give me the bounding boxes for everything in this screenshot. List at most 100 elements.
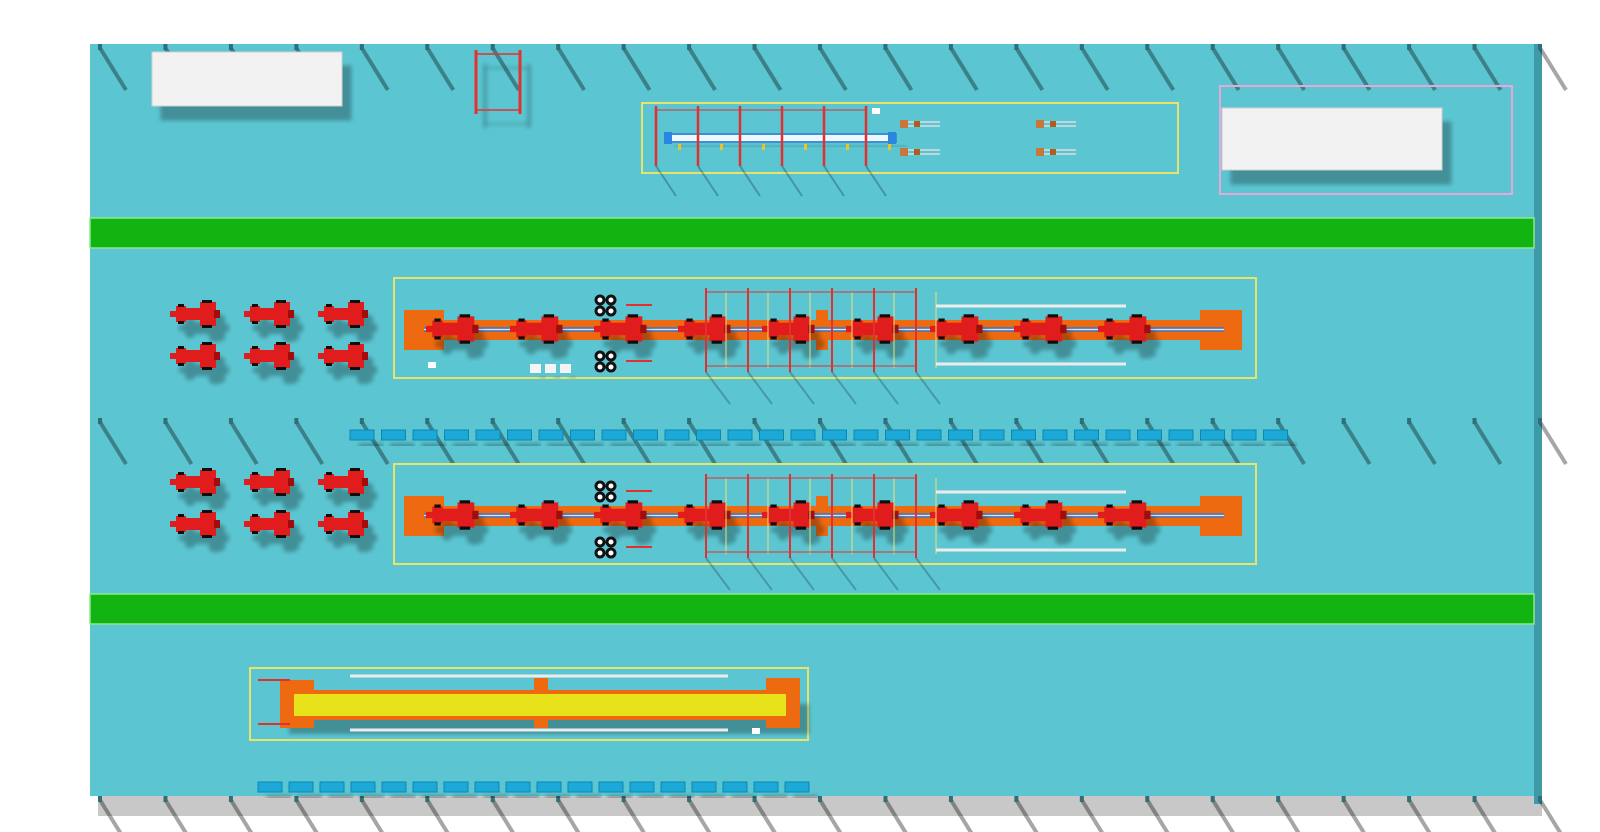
parts-bin[interactable]	[629, 781, 655, 793]
parts-bin[interactable]	[1231, 429, 1257, 441]
parts-bin[interactable]	[1137, 429, 1162, 441]
parts-bin[interactable]	[822, 429, 847, 441]
parts-bin[interactable]	[381, 429, 406, 441]
assembly-line-2[interactable]	[393, 463, 1257, 591]
parts-bin[interactable]	[350, 781, 376, 793]
parts-bin[interactable]	[853, 429, 879, 441]
parts-bin[interactable]	[1042, 429, 1068, 441]
tractor[interactable]	[244, 468, 294, 496]
tractor-on-line[interactable]	[1014, 500, 1067, 530]
parts-bin[interactable]	[1168, 429, 1194, 441]
tractor[interactable]	[318, 342, 368, 370]
tractor-on-line[interactable]	[930, 500, 983, 530]
tractor-on-line[interactable]	[594, 500, 647, 530]
parts-box[interactable]	[530, 364, 541, 373]
tractor[interactable]	[170, 468, 220, 496]
parts-bin[interactable]	[475, 429, 501, 441]
tractor-on-line[interactable]	[678, 500, 731, 530]
wheel-set[interactable]	[594, 480, 653, 503]
assembly-line-1[interactable]	[393, 277, 1257, 405]
parts-bin[interactable]	[664, 429, 690, 441]
wheel-set[interactable]	[594, 536, 653, 559]
wheel	[770, 522, 777, 526]
parts-bin[interactable]	[727, 429, 753, 441]
tractor[interactable]	[318, 300, 368, 328]
control-box[interactable]	[428, 362, 436, 368]
tractor[interactable]	[244, 510, 294, 538]
tractor-on-line[interactable]	[1014, 314, 1067, 344]
parts-box[interactable]	[560, 364, 571, 373]
parts-bin[interactable]	[349, 429, 375, 441]
parts-bin[interactable]	[1011, 429, 1036, 441]
parts-bin[interactable]	[567, 781, 593, 793]
parts-bin[interactable]	[753, 781, 779, 793]
parts-box[interactable]	[545, 364, 556, 373]
tractor-on-line[interactable]	[510, 314, 563, 344]
tractor[interactable]	[318, 468, 368, 496]
tractor[interactable]	[244, 300, 294, 328]
cabinet[interactable]	[151, 51, 343, 107]
parts-bin[interactable]	[722, 781, 748, 793]
tractor[interactable]	[170, 300, 220, 328]
robot-arm[interactable]	[1036, 120, 1044, 128]
parts-bin[interactable]	[412, 781, 438, 793]
wheel-set[interactable]	[594, 294, 653, 317]
parts-bin[interactable]	[601, 429, 627, 441]
tractor[interactable]	[170, 342, 220, 370]
tractor-on-line[interactable]	[426, 314, 479, 344]
control-box[interactable]	[872, 108, 880, 114]
parts-bin[interactable]	[948, 429, 973, 441]
tractor-on-line[interactable]	[1098, 314, 1151, 344]
gantry-shadow	[915, 371, 941, 405]
test-line[interactable]	[249, 667, 809, 741]
parts-bin[interactable]	[916, 429, 942, 441]
frame-station[interactable]	[474, 50, 522, 114]
parts-bin[interactable]	[319, 781, 345, 793]
parts-bin[interactable]	[570, 429, 595, 441]
parts-bin[interactable]	[288, 781, 314, 793]
parts-bin[interactable]	[507, 429, 532, 441]
tractor-on-line[interactable]	[1098, 500, 1151, 530]
parts-bin[interactable]	[536, 781, 562, 793]
parts-bin[interactable]	[784, 781, 810, 793]
tractor-on-line[interactable]	[510, 500, 563, 530]
parts-bin[interactable]	[759, 429, 784, 441]
parts-bin[interactable]	[1200, 429, 1225, 441]
robot-arm[interactable]	[1036, 148, 1044, 156]
tractor[interactable]	[170, 510, 220, 538]
parts-bin[interactable]	[538, 429, 564, 441]
parts-bin[interactable]	[1074, 429, 1099, 441]
cabinet[interactable]	[1221, 107, 1443, 171]
parts-bin[interactable]	[598, 781, 624, 793]
pole	[294, 796, 299, 802]
parts-bin[interactable]	[257, 781, 283, 793]
tractor-on-line[interactable]	[930, 314, 983, 344]
parts-bin[interactable]	[1263, 429, 1288, 441]
parts-bin[interactable]	[444, 429, 469, 441]
robot-arm[interactable]	[900, 120, 908, 128]
parts-bin[interactable]	[979, 429, 1005, 441]
parts-bin[interactable]	[633, 429, 658, 441]
parts-bin[interactable]	[505, 781, 531, 793]
parts-bin[interactable]	[691, 781, 717, 793]
parts-bin[interactable]	[381, 781, 407, 793]
control-box[interactable]	[752, 728, 760, 734]
tractor-on-line[interactable]	[678, 314, 731, 344]
parts-bin[interactable]	[1105, 429, 1131, 441]
parts-bin[interactable]	[790, 429, 816, 441]
tractor[interactable]	[244, 342, 294, 370]
tractor-on-line[interactable]	[426, 500, 479, 530]
tractor[interactable]	[318, 510, 368, 538]
tractor-on-line[interactable]	[594, 314, 647, 344]
wheel	[326, 363, 332, 366]
robot-arm[interactable]	[900, 148, 908, 156]
parts-bin[interactable]	[696, 429, 721, 441]
parts-bin[interactable]	[412, 429, 438, 441]
parts-bin[interactable]	[885, 429, 910, 441]
parts-bin[interactable]	[660, 781, 686, 793]
wheel-set[interactable]	[594, 350, 653, 373]
conveyor-zone[interactable]	[641, 102, 1179, 197]
parts-bin[interactable]	[474, 781, 500, 793]
tractor-rear	[640, 324, 647, 334]
parts-bin[interactable]	[443, 781, 469, 793]
